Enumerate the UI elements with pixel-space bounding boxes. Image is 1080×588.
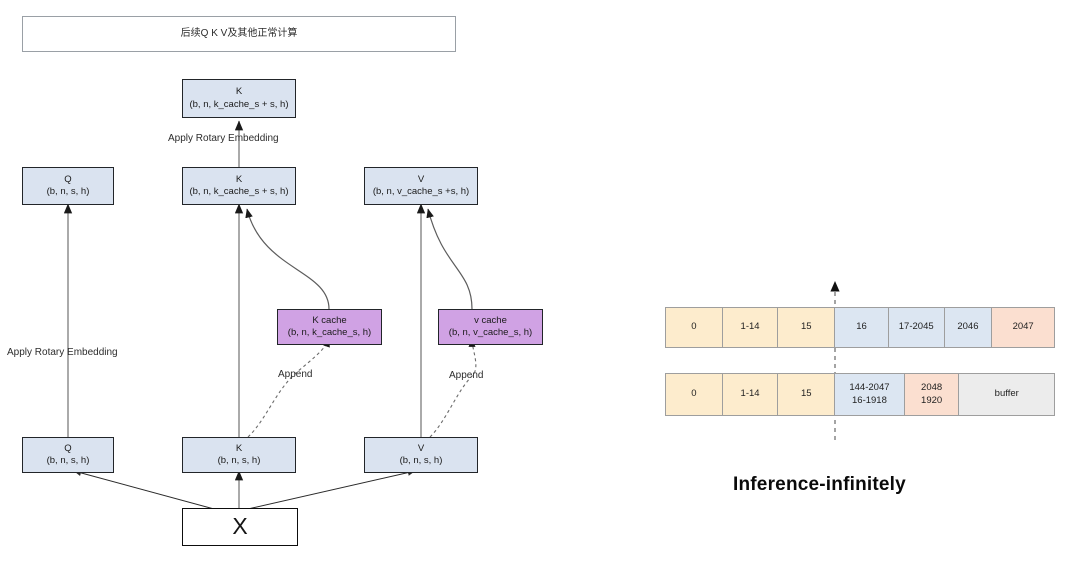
edge-kcache-to-k-mid — [245, 208, 330, 310]
memory-cell-line1: 16 — [856, 321, 867, 333]
memory-cell[interactable]: buffer — [959, 374, 1054, 415]
node-k-cache-shape: (b, n, k_cache_s, h) — [287, 327, 372, 338]
node-q-mid-shape: (b, n, s, h) — [46, 186, 90, 197]
node-v-bottom[interactable]: V (b, n, s, h) — [364, 437, 478, 473]
memory-cell-line1: 1-14 — [740, 321, 760, 333]
label-apply-rotary-top-text: Apply Rotary Embedding — [168, 133, 279, 144]
node-k-bottom-shape: (b, n, s, h) — [217, 455, 261, 466]
memory-cell-line1: 2047 — [1012, 321, 1034, 333]
memory-cell[interactable]: 15 — [778, 308, 836, 347]
node-q-mid-title: Q — [64, 173, 72, 185]
memory-cell-line1: 0 — [691, 321, 697, 333]
memory-cell-line2: 16-1918 — [852, 394, 887, 406]
node-q-bottom-title: Q — [64, 442, 72, 454]
memory-cell[interactable]: 17-2045 — [888, 308, 945, 347]
node-k-mid-shape: (b, n, k_cache_s + s, h) — [189, 186, 289, 197]
node-k-bottom-title: K — [235, 442, 243, 454]
memory-section-title-text: Inference-infinitely — [733, 474, 906, 495]
edge-vcache-to-v-mid — [426, 208, 473, 310]
node-k-cache-title: K cache — [312, 314, 347, 326]
memory-cell[interactable]: 15 — [778, 374, 836, 415]
node-q-bottom-shape: (b, n, s, h) — [46, 455, 90, 466]
memory-cell[interactable]: 0 — [666, 374, 723, 415]
node-k-mid[interactable]: K (b, n, k_cache_s + s, h) — [182, 167, 296, 205]
node-k-mid-title: K — [235, 173, 243, 185]
memory-cell[interactable]: 0 — [666, 308, 723, 347]
node-v-mid-shape: (b, n, v_cache_s +s, h) — [372, 186, 470, 197]
memory-cell-line1: 15 — [800, 321, 812, 333]
edge-x-to-q — [73, 469, 215, 510]
memory-cell[interactable]: 2046 — [944, 308, 993, 347]
node-k-cache[interactable]: K cache (b, n, k_cache_s, h) — [277, 309, 382, 345]
memory-cell[interactable]: 144-2047 16-1918 — [835, 374, 905, 415]
node-k-rotary-shape: (b, n, k_cache_s + s, h) — [189, 98, 289, 110]
header-box-label: 后续Q K V及其他正常计算 — [180, 27, 298, 39]
memory-cell-line1: 0 — [691, 388, 697, 400]
memory-cell-line1: 2046 — [957, 321, 979, 333]
node-v-bottom-shape: (b, n, s, h) — [399, 455, 443, 466]
memory-cell-line1: 15 — [800, 388, 812, 400]
node-k-bottom[interactable]: K (b, n, s, h) — [182, 437, 296, 473]
memory-cell-line1: 2048 — [921, 382, 943, 394]
edge-append-k — [247, 338, 330, 438]
memory-cell[interactable]: 1-14 — [722, 374, 779, 415]
memory-row-after: 0 1-14 15 144-2047 16-1918 2048 1920 buf… — [665, 373, 1055, 416]
label-append-v-text: Append — [449, 370, 484, 381]
memory-cell-line1: 17-2045 — [898, 321, 934, 333]
node-v-cache[interactable]: v cache (b, n, v_cache_s, h) — [438, 309, 543, 345]
node-k-rotary[interactable]: K (b, n, k_cache_s + s, h) — [182, 79, 296, 118]
node-q-bottom[interactable]: Q (b, n, s, h) — [22, 437, 114, 473]
memory-cell-line1: buffer — [994, 388, 1019, 400]
label-apply-rotary-left-text: Apply Rotary Embedding — [7, 347, 118, 358]
memory-cell[interactable]: 2048 1920 — [904, 374, 960, 415]
memory-section-title: Inference-infinitely — [733, 474, 906, 496]
node-x-input[interactable]: X — [182, 508, 298, 546]
label-apply-rotary-top: Apply Rotary Embedding — [168, 133, 279, 144]
memory-cell[interactable]: 16 — [835, 308, 889, 347]
edge-x-to-v — [247, 469, 416, 510]
node-x-input-label: X — [232, 513, 248, 540]
memory-cell-line1: 144-2047 — [849, 382, 890, 394]
label-apply-rotary-left: Apply Rotary Embedding — [7, 347, 118, 358]
memory-cell[interactable]: 2047 — [992, 308, 1054, 347]
memory-cell-line2: 1920 — [921, 394, 943, 406]
label-append-k-text: Append — [278, 369, 313, 380]
memory-cell[interactable]: 1-14 — [722, 308, 779, 347]
node-k-rotary-title: K — [235, 86, 243, 98]
node-v-cache-title: v cache — [474, 314, 507, 326]
node-q-mid[interactable]: Q (b, n, s, h) — [22, 167, 114, 205]
memory-pointer-arrow-icon — [830, 281, 840, 292]
memory-row-before: 0 1-14 15 16 17-2045 2046 2047 — [665, 307, 1055, 348]
label-append-k: Append — [278, 369, 312, 380]
node-v-mid[interactable]: V (b, n, v_cache_s +s, h) — [364, 167, 478, 205]
node-v-cache-shape: (b, n, v_cache_s, h) — [448, 327, 533, 338]
header-box: 后续Q K V及其他正常计算 — [22, 16, 456, 52]
node-v-bottom-title: V — [417, 442, 425, 454]
edge-append-v — [429, 338, 477, 438]
node-v-mid-title: V — [417, 173, 425, 185]
label-append-v: Append — [449, 370, 483, 381]
memory-cell-line1: 1-14 — [740, 388, 760, 400]
